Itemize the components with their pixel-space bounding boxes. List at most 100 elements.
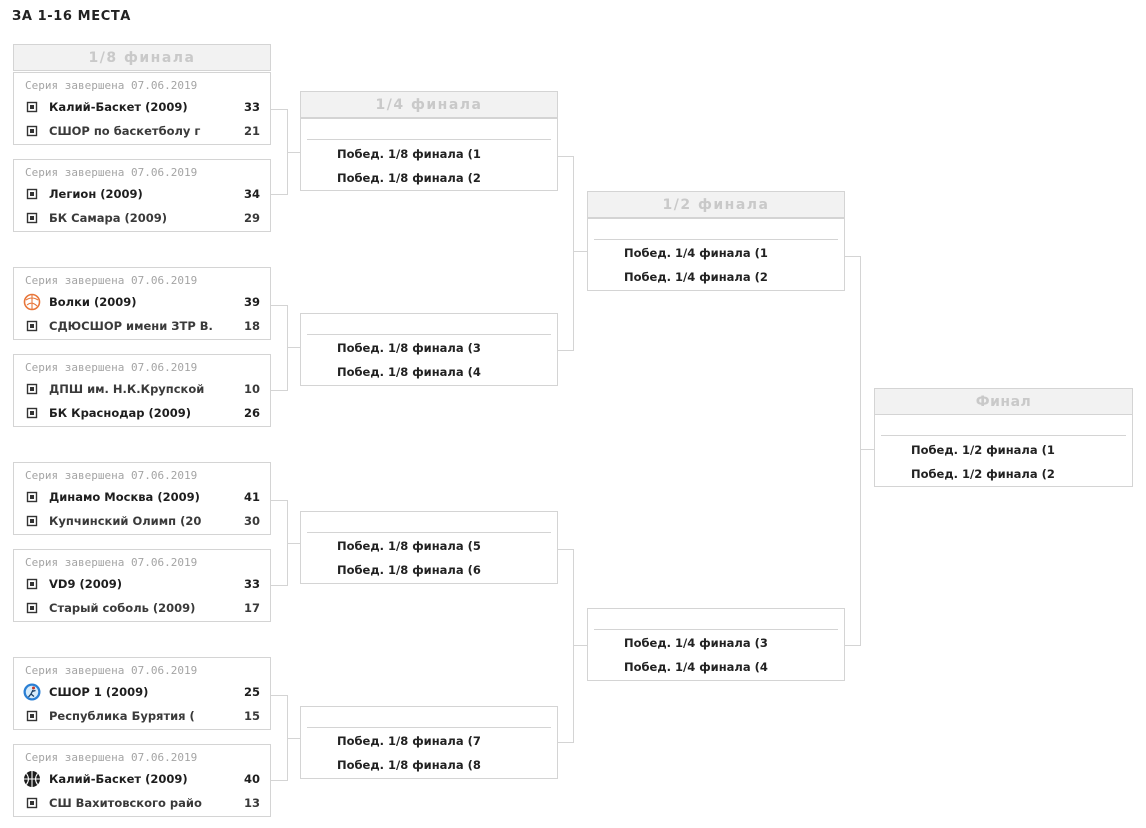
team-score: 41 — [243, 490, 260, 504]
team-score: 29 — [243, 211, 260, 225]
series-status: Серия завершена 07.06.2019 — [25, 664, 198, 677]
bracket-connector — [845, 256, 861, 646]
team-row[interactable]: Республика Бурятия ( 15 — [20, 707, 262, 725]
separator — [307, 727, 551, 728]
bracket-connector — [287, 152, 300, 153]
basketball-icon — [23, 770, 41, 788]
team-name[interactable]: ДПШ им. Н.К.Крупской — [49, 382, 205, 396]
team-row[interactable]: БК Краснодар (2009)26 — [20, 404, 262, 422]
team-name[interactable]: СШОР 1 (2009) — [49, 685, 149, 699]
sshor-player-icon — [23, 683, 41, 701]
qf-match-1[interactable]: Побед. 1/8 финала (1 Побед. 1/8 финала (… — [300, 118, 558, 191]
series-status: Серия завершена 07.06.2019 — [25, 361, 198, 374]
qf-placeholder: Побед. 1/8 финала (6 — [337, 563, 481, 577]
sf-match-1[interactable]: Побед. 1/4 финала (1 Побед. 1/4 финала (… — [587, 218, 845, 291]
team-name[interactable]: Республика Бурятия ( — [49, 709, 195, 723]
team-name[interactable]: Легион (2009) — [49, 187, 143, 201]
team-row[interactable]: ДПШ им. Н.К.Крупской 10 — [20, 380, 262, 398]
team-score: 10 — [243, 382, 260, 396]
placeholder-icon — [23, 488, 41, 506]
placeholder-icon — [23, 209, 41, 227]
team-row[interactable]: Калий-Баскет (2009) 33 — [20, 98, 262, 116]
series-status: Серия завершена 07.06.2019 — [25, 79, 198, 92]
bracket-connector — [558, 549, 574, 743]
team-score: 13 — [243, 796, 260, 810]
team-row[interactable]: СШ Вахитовского райо 13 — [20, 794, 262, 812]
team-row[interactable]: СШОР по баскетболу г 21 — [20, 122, 262, 140]
team-row[interactable]: Динамо Москва (2009) 41 — [20, 488, 262, 506]
series-status: Серия завершена 07.06.2019 — [25, 556, 198, 569]
qf-placeholder: Побед. 1/8 финала (2 — [337, 171, 481, 185]
separator — [307, 334, 551, 335]
placeholder-icon — [23, 317, 41, 335]
placeholder-icon — [23, 707, 41, 725]
team-name[interactable]: СШОР по баскетболу г — [49, 124, 201, 138]
series-status: Серия завершена 07.06.2019 — [25, 166, 198, 179]
series-status: Серия завершена 07.06.2019 — [25, 751, 198, 764]
team-name[interactable]: БК Краснодар (2009) — [49, 406, 192, 420]
team-row[interactable]: Волки (2009) 39 — [20, 293, 262, 311]
final-placeholder: Побед. 1/2 финала (2 — [911, 467, 1055, 481]
team-name[interactable]: Купчинский Олимп (20 — [49, 514, 202, 528]
team-name[interactable]: Калий-Баскет (2009) — [49, 100, 188, 114]
bracket-connector — [287, 347, 300, 348]
team-score: 39 — [243, 295, 260, 309]
page-title: ЗА 1-16 МЕСТА — [12, 9, 131, 24]
team-score: 33 — [243, 577, 260, 591]
team-score: 25 — [243, 685, 260, 699]
bracket-connector — [271, 109, 288, 195]
qf-placeholder: Побед. 1/8 финала (5 — [337, 539, 481, 553]
round-header-sf: 1/2 финала — [587, 191, 845, 218]
team-row[interactable]: СШОР 1 (2009) 25 — [20, 683, 262, 701]
placeholder-icon — [23, 794, 41, 812]
sf-placeholder: Побед. 1/4 финала (4 — [624, 660, 768, 674]
final-placeholder: Побед. 1/2 финала (1 — [911, 443, 1055, 457]
placeholder-icon — [23, 575, 41, 593]
qf-match-3[interactable]: Побед. 1/8 финала (5 Побед. 1/8 финала (… — [300, 511, 558, 584]
team-name[interactable]: Динамо Москва (2009) — [49, 490, 200, 504]
team-name[interactable]: СДЮСШОР имени ЗТР В. — [49, 319, 213, 333]
team-row[interactable]: Старый соболь (2009)17 — [20, 599, 262, 617]
round-header-r16: 1/8 финала — [13, 44, 271, 71]
bracket-connector — [271, 500, 288, 586]
team-score: 40 — [243, 772, 260, 786]
team-row[interactable]: БК Самара (2009) 29 — [20, 209, 262, 227]
qf-match-4[interactable]: Побед. 1/8 финала (7 Побед. 1/8 финала (… — [300, 706, 558, 779]
team-name[interactable]: VD9 (2009) — [49, 577, 122, 591]
qf-placeholder: Побед. 1/8 финала (1 — [337, 147, 481, 161]
placeholder-icon — [23, 380, 41, 398]
team-row[interactable]: VD9 (2009) 33 — [20, 575, 262, 593]
team-row[interactable]: Калий-Баскет (2009) 40 — [20, 770, 262, 788]
round-header-final: Финал — [874, 388, 1133, 415]
bracket-connector — [573, 645, 587, 646]
bracket-connector — [573, 251, 587, 252]
bracket-connector — [287, 543, 300, 544]
team-score: 15 — [243, 709, 260, 723]
team-score: 18 — [243, 319, 260, 333]
team-name[interactable]: Волки (2009) — [49, 295, 137, 309]
bracket-connector — [860, 449, 874, 450]
bracket-connector — [271, 305, 288, 391]
sf-match-2[interactable]: Побед. 1/4 финала (3 Побед. 1/4 финала (… — [587, 608, 845, 681]
qf-match-2[interactable]: Побед. 1/8 финала (3 Побед. 1/8 финала (… — [300, 313, 558, 386]
final-match[interactable]: Побед. 1/2 финала (1 Побед. 1/2 финала (… — [874, 414, 1133, 487]
team-name[interactable]: Старый соболь (2009) — [49, 601, 196, 615]
team-name[interactable]: БК Самара (2009) — [49, 211, 168, 225]
team-name[interactable]: Калий-Баскет (2009) — [49, 772, 188, 786]
team-score: 21 — [243, 124, 260, 138]
team-name[interactable]: СШ Вахитовского райо — [49, 796, 202, 810]
team-row[interactable]: СДЮСШОР имени ЗТР В. 18 — [20, 317, 262, 335]
sf-placeholder: Побед. 1/4 финала (1 — [624, 246, 768, 260]
series-status: Серия завершена 07.06.2019 — [25, 469, 198, 482]
team-score: 33 — [243, 100, 260, 114]
team-row[interactable]: Легион (2009)34 — [20, 185, 262, 203]
